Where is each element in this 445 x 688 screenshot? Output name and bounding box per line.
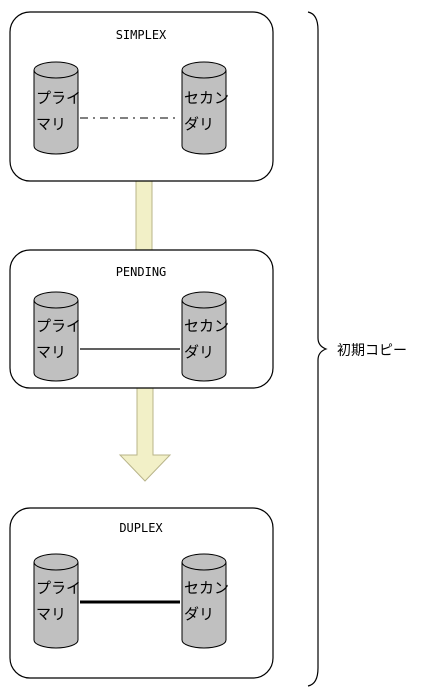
primary-label-line1: プライ: [36, 579, 81, 597]
state-title-simplex: SIMPLEX: [116, 28, 167, 42]
primary-label-line1: プライ: [36, 317, 81, 335]
secondary-label-line2: ダリ: [184, 343, 214, 361]
state-box-pending: PENDING プライ マリ セカン ダリ: [9, 249, 274, 389]
primary-volume-disk: プライ マリ: [33, 553, 81, 649]
secondary-label-line2: ダリ: [184, 605, 214, 623]
primary-label-line2: マリ: [36, 343, 66, 361]
primary-volume-disk: プライ マリ: [33, 291, 81, 382]
secondary-label-line1: セカン: [184, 579, 229, 597]
secondary-label-line1: セカン: [184, 317, 229, 335]
state-box-duplex: DUPLEX プライ マリ セカン ダリ: [9, 507, 274, 679]
secondary-volume-disk: セカン ダリ: [181, 553, 229, 649]
secondary-label-line1: セカン: [184, 89, 229, 107]
secondary-volume-disk: セカン ダリ: [181, 61, 229, 155]
state-box-simplex: SIMPLEX プライ マリ セカン ダリ: [9, 11, 274, 182]
primary-volume-disk: プライ マリ: [33, 61, 81, 155]
initial-copy-label: 初期コピー: [337, 342, 407, 359]
primary-label-line2: マリ: [36, 605, 66, 623]
primary-label-line2: マリ: [36, 115, 66, 133]
transition-pending-to-duplex-arrow: [118, 386, 172, 482]
transition-simplex-to-pending: [135, 179, 153, 253]
state-title-duplex: DUPLEX: [119, 521, 163, 535]
secondary-volume-disk: セカン ダリ: [181, 291, 229, 382]
primary-label-line1: プライ: [36, 89, 81, 107]
secondary-label-line2: ダリ: [184, 115, 214, 133]
state-title-pending: PENDING: [116, 265, 167, 279]
curly-brace: [307, 11, 328, 687]
